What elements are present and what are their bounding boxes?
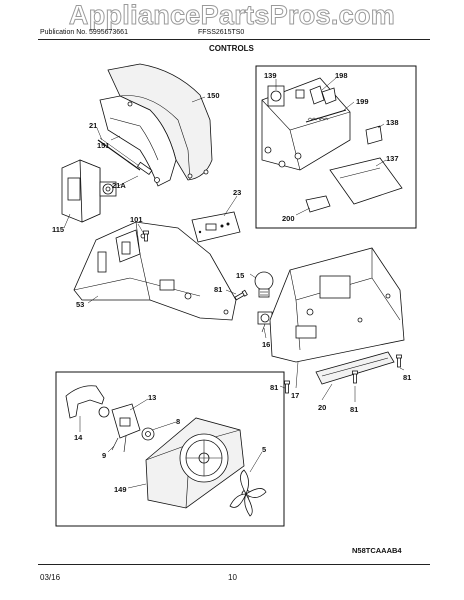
publication-number: Publication No. 5995673661 [40,29,128,36]
section-title: CONTROLS [209,44,254,53]
callout-15: 15 [236,271,244,280]
lamp-part [254,271,274,298]
damper-control-part [61,159,117,223]
leader-lines [63,77,405,489]
callout-149: 149 [114,485,127,494]
screw-parts [143,230,402,394]
light-shield-part [315,351,395,385]
page-number: 10 [228,573,237,582]
callout-17: 17 [291,391,299,400]
callout-198: 198 [335,71,348,80]
callout-53: 53 [76,300,84,309]
callout-139: 139 [264,71,277,80]
revision-date: 03/16 [40,573,61,582]
watermark-logo: AppliancePartsPros.com [68,0,396,31]
dispenser-controls-part [261,77,403,213]
callout-81-a: 81 [214,285,222,294]
callout-20: 20 [318,403,326,412]
callout-23: 23 [233,188,241,197]
header-rule [38,39,430,40]
inset-box-controls [255,65,417,229]
callout-5: 5 [262,445,266,454]
callout-199: 199 [356,97,369,106]
callout-115: 115 [52,225,64,234]
callout-137: 137 [386,154,399,163]
callout-101: 101 [130,215,143,224]
thermistor-part [97,137,160,183]
callout-200: 200 [282,214,295,223]
callout-21a: 21A [112,181,126,190]
callout-14: 14 [74,433,83,442]
model-number: FFSS2615TS0 [198,29,245,36]
callout-81-c: 81 [350,405,358,414]
air-duct-part [99,63,213,187]
callout-151: 151 [97,141,110,150]
callout-81-d: 81 [403,373,411,382]
diagram-code: N58TCAAAB4 [352,546,402,555]
callout-81-b: 81 [270,383,278,392]
lower-housing-part [269,247,405,363]
callout-138: 138 [386,118,399,127]
footer-rule [38,564,430,565]
callout-9: 9 [102,451,106,460]
inset-box-fan [55,371,285,527]
callout-21: 21 [89,121,97,130]
callout-13: 13 [148,393,156,402]
callout-8: 8 [176,417,180,426]
control-board-part [191,211,241,243]
callout-150: 150 [207,91,220,100]
callout-16: 16 [262,340,270,349]
control-housing-part [73,221,237,321]
fan-assembly-part [65,385,267,517]
